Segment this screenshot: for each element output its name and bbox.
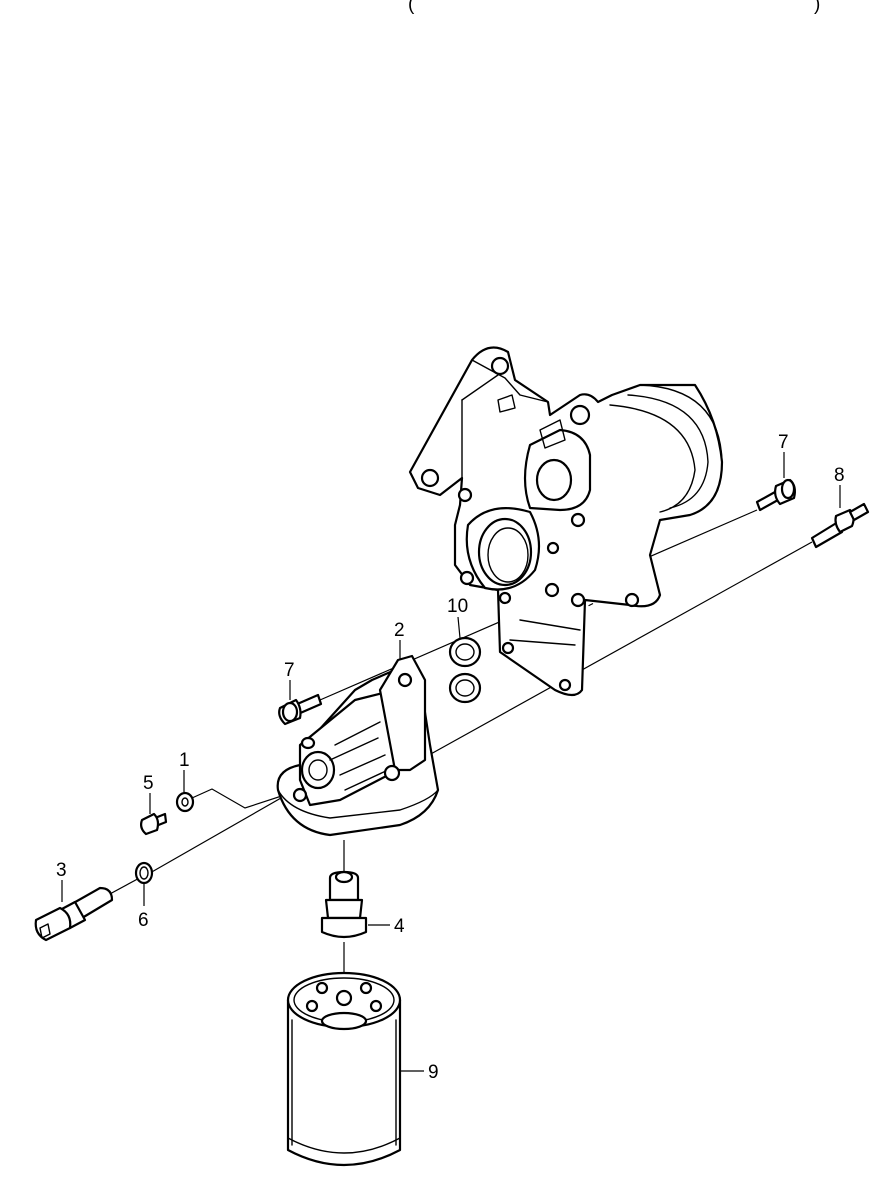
oil-pressure-switch <box>34 886 114 942</box>
oil-filter <box>286 971 402 1167</box>
callout-leaders <box>61 452 841 1072</box>
callout-2: 2 <box>394 620 405 641</box>
callout-6: 6 <box>138 910 149 931</box>
callout-8: 8 <box>834 465 845 486</box>
assembly-lines <box>107 509 813 1000</box>
callout-3: 3 <box>56 860 67 881</box>
oil-pump-housing <box>408 346 724 697</box>
header-open-paren: ( <box>408 0 415 15</box>
bolt-top-right <box>755 478 796 512</box>
washer <box>175 791 195 813</box>
callout-7-top: 7 <box>778 432 789 453</box>
callout-7-left: 7 <box>284 660 295 681</box>
callout-5: 5 <box>143 773 154 794</box>
header-close-paren: ) <box>814 0 820 15</box>
bolt-left <box>278 693 323 726</box>
callout-4: 4 <box>394 916 405 937</box>
gasket-ring <box>134 861 154 885</box>
callout-labels: 1 2 3 4 5 6 7 7 8 9 10 <box>56 432 845 1083</box>
oil-filter-bracket <box>276 654 440 837</box>
stud-bolt <box>810 502 870 549</box>
o-ring-seals <box>448 636 482 704</box>
small-bolt <box>140 812 168 836</box>
filter-center-bolt <box>320 870 368 939</box>
callout-9: 9 <box>428 1062 439 1083</box>
callout-1: 1 <box>179 750 190 771</box>
callout-10: 10 <box>447 596 468 617</box>
